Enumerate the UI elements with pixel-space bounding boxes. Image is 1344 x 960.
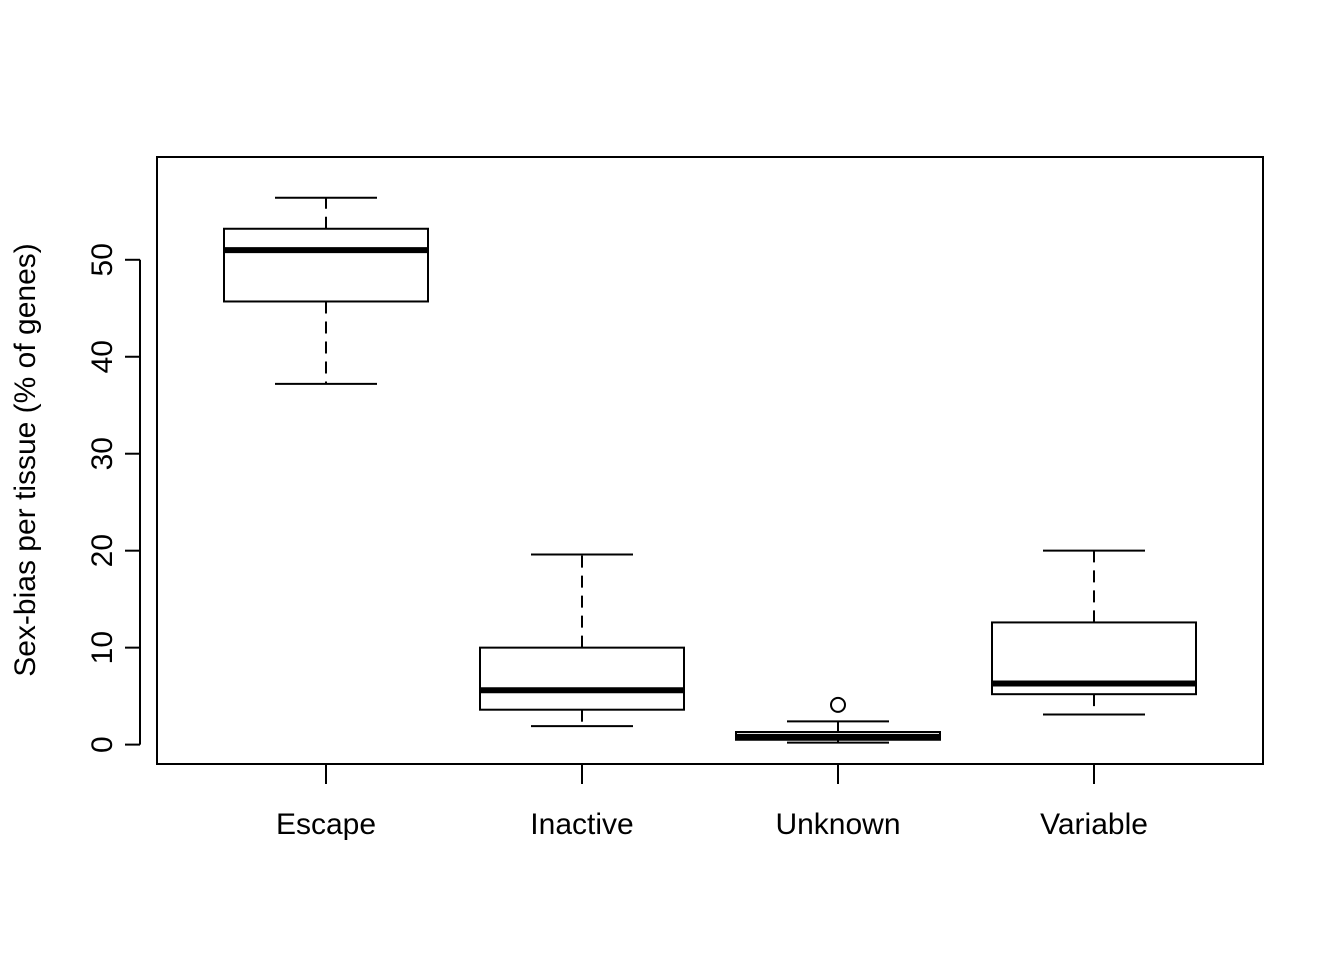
iqr-box [479,646,685,711]
y-tick-label: 20 [86,534,119,567]
x-axis: Escape Inactive Unknown Variable [276,764,1148,841]
y-tick-label: 30 [86,437,119,470]
x-tick-label: Inactive [530,808,633,841]
box-escape [223,196,429,385]
box-inactive [479,553,685,728]
box-unknown [735,696,941,744]
y-tick-label: 50 [86,243,119,276]
boxes [223,196,1197,744]
y-axis: 0 10 20 30 40 50 [86,243,141,753]
y-tick-label: 40 [86,340,119,373]
box-variable [991,549,1197,716]
iqr-box [223,227,429,303]
y-axis-label: Sex-bias per tissue (% of genes) [9,243,42,677]
x-tick-label: Unknown [775,808,900,841]
y-tick-label: 0 [86,736,119,753]
x-tick-label: Variable [1040,808,1148,841]
outlier-point [830,696,846,713]
x-tick-label: Escape [276,808,376,841]
plot-frame [156,156,1264,765]
y-tick-label: 10 [86,631,119,664]
